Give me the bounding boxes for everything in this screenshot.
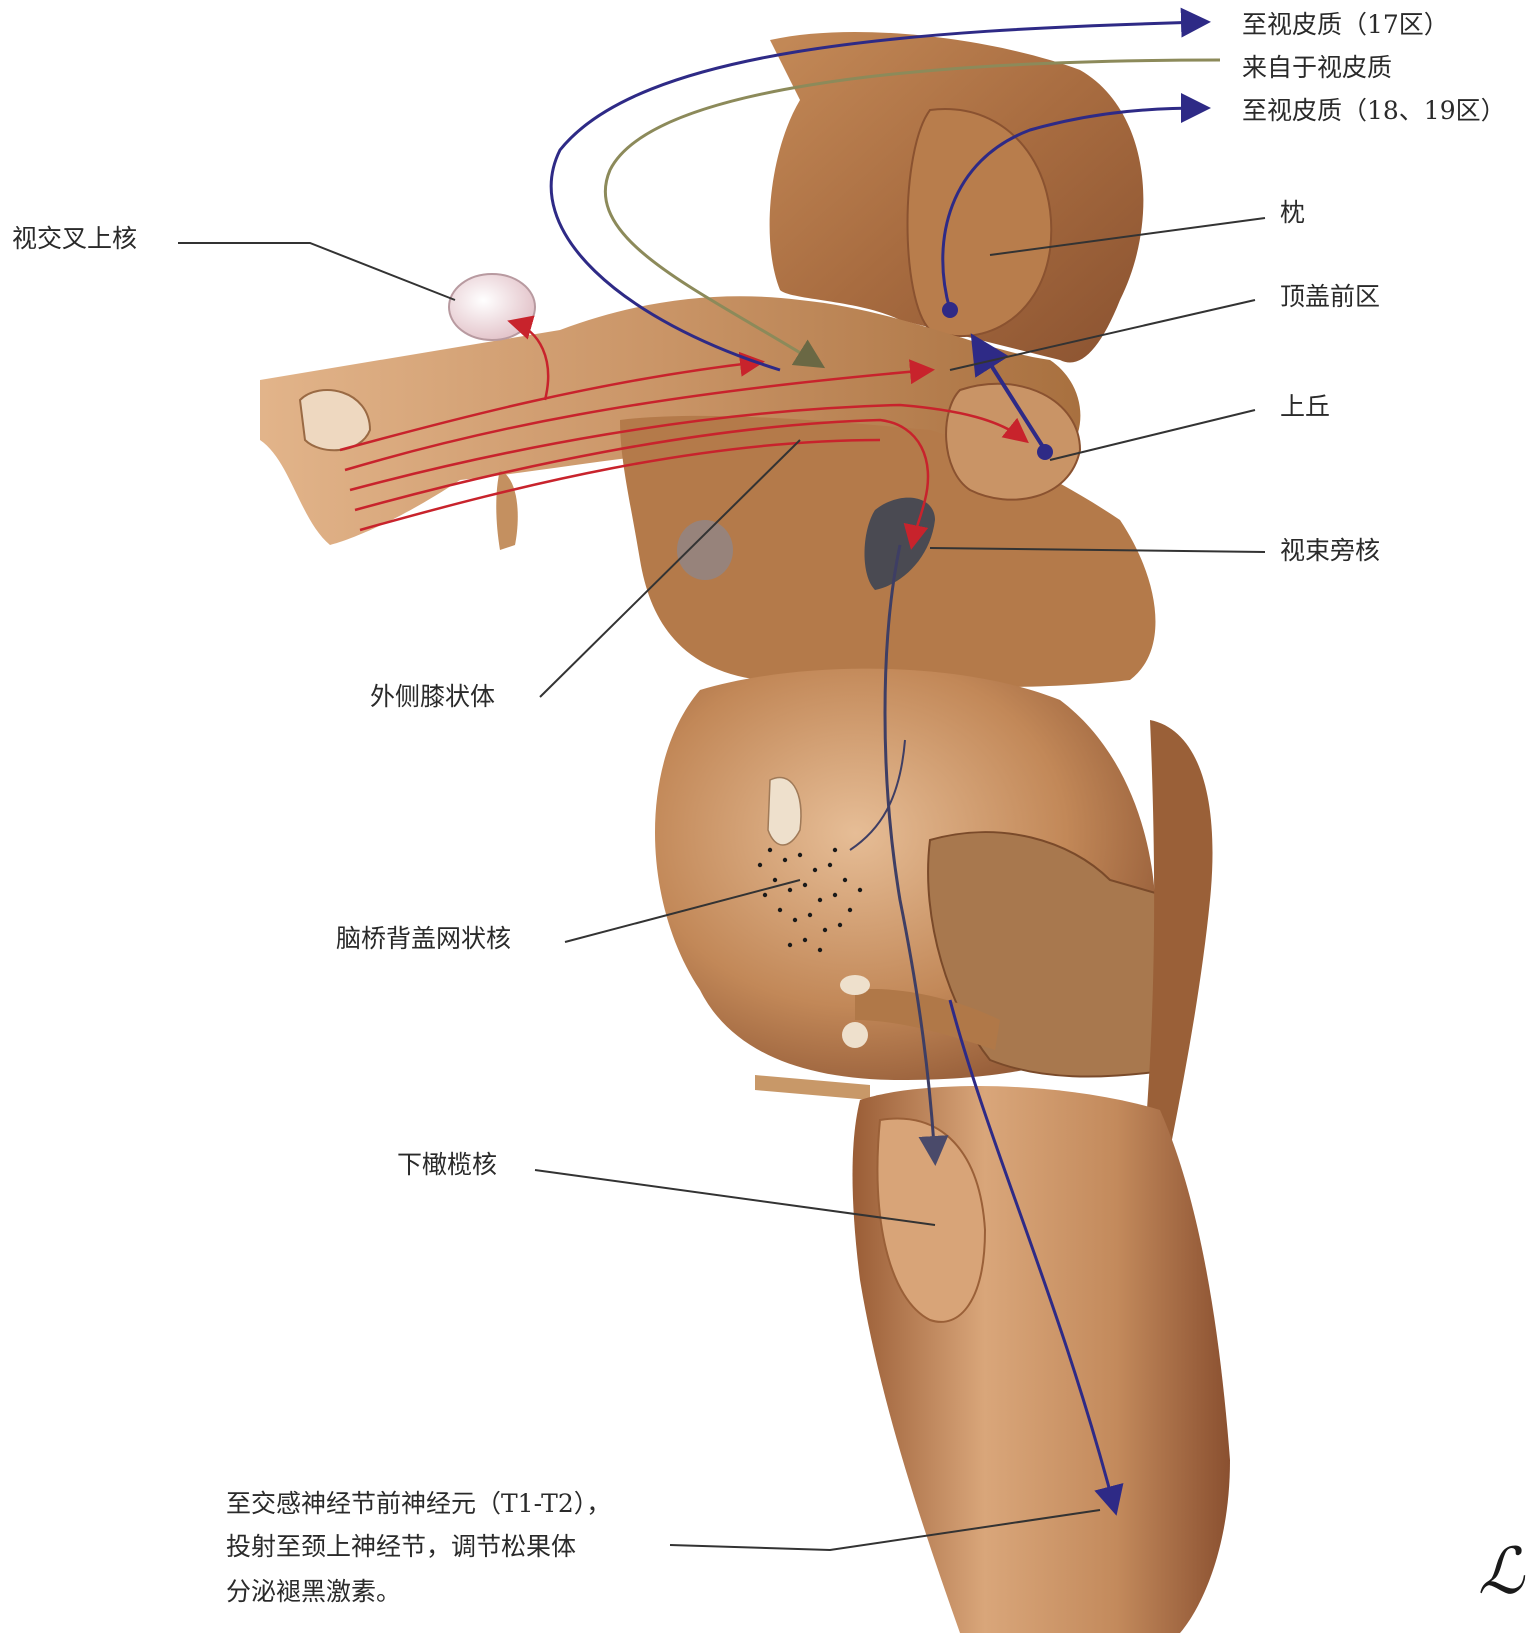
label-inferior-olivary-nucleus: 下橄榄核 bbox=[397, 1148, 497, 1182]
lgn-patch bbox=[677, 520, 733, 580]
colliculus-dot bbox=[1037, 444, 1053, 460]
peduncle-stalk bbox=[496, 470, 518, 550]
nerve-root-cut-1 bbox=[840, 975, 870, 995]
label-sympathetic-line-1: 至交感神经节前神经元（T1-T2）， bbox=[226, 1487, 611, 1521]
abducens-root bbox=[755, 1075, 870, 1100]
label-sympathetic-line-2: 投射至颈上神经节，调节松果体 bbox=[226, 1530, 576, 1564]
label-suprachiasmatic-nucleus: 视交叉上核 bbox=[12, 222, 137, 256]
nerve-root-cut-2 bbox=[842, 1022, 868, 1048]
label-pulvinar: 枕 bbox=[1280, 196, 1305, 230]
label-lateral-geniculate-body: 外侧膝状体 bbox=[370, 680, 495, 714]
pulvinar-dot bbox=[942, 302, 958, 318]
label-parabrachial-nucleus: 视束旁核 bbox=[1280, 534, 1380, 568]
label-pretectal-area: 顶盖前区 bbox=[1280, 280, 1380, 314]
nerve-stub-white bbox=[768, 777, 801, 845]
label-sympathetic-line-3: 分泌褪黑激素。 bbox=[226, 1575, 401, 1609]
label-pontine-tegmental-reticular-nucleus: 脑桥背盖网状核 bbox=[336, 922, 511, 956]
label-from-visual-cortex: 来自于视皮质 bbox=[1242, 51, 1392, 85]
suprachiasmatic-nucleus-body bbox=[449, 274, 535, 340]
label-to-visual-cortex-18-19: 至视皮质（18、19区） bbox=[1242, 94, 1506, 128]
label-superior-colliculus: 上丘 bbox=[1280, 390, 1330, 424]
artist-signature: ℒ bbox=[1478, 1535, 1524, 1609]
label-to-visual-cortex-17: 至视皮质（17区） bbox=[1242, 8, 1449, 42]
